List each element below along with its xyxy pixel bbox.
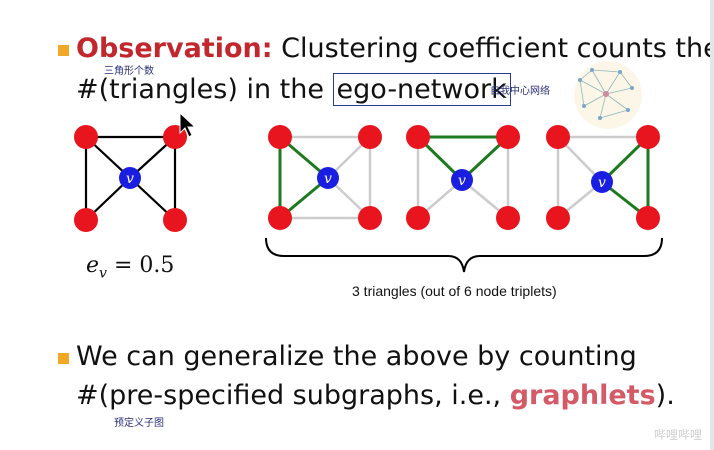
node-label-v: v: [324, 171, 332, 187]
bullet1-line2: #(triangles) in the ego-network: [76, 73, 511, 106]
node: [74, 208, 98, 232]
bullet-marker: [58, 353, 69, 364]
ego-node: [119, 167, 141, 189]
ego-network-thumbnail: [574, 61, 642, 129]
triangles-caption: 3 triangles (out of 6 node triplets): [352, 283, 557, 299]
graph-4: [546, 125, 660, 230]
node: [74, 125, 98, 149]
graph-3: [406, 125, 520, 230]
handwritten-note-triangles: 三角形个数: [104, 66, 154, 77]
graph-2: [268, 125, 382, 230]
bullet2-line2: #(pre-specified subgraphs, i.e., graphle…: [76, 380, 675, 411]
bullet-marker: [58, 45, 69, 56]
node-label-v: v: [126, 171, 134, 187]
graphlets-term: graphlets: [509, 380, 656, 411]
handwritten-note-ego: 自我中心网络: [490, 86, 550, 97]
bullet1-text2: #(triangles) in the: [76, 74, 324, 105]
bullet1-line1: Observation: Clustering coefficient coun…: [76, 33, 714, 64]
ego-network-box: ego-network: [332, 73, 511, 106]
node-label-v: v: [458, 173, 466, 189]
node: [163, 208, 187, 232]
node-label-v: v: [598, 175, 606, 191]
mouse-cursor-icon: [179, 111, 197, 138]
bullet2-line1: We can generalize the above by counting: [76, 341, 637, 372]
observation-label: Observation:: [76, 33, 273, 64]
scrollbar-edge: [710, 0, 714, 450]
clustering-formula: ev = 0.5: [86, 253, 175, 282]
brace: [265, 237, 663, 273]
handwritten-note-subgraph: 预定义子图: [114, 418, 164, 429]
bullet1-text1: Clustering coefficient counts the: [281, 33, 714, 64]
watermark: 哔哩哔哩: [654, 428, 703, 442]
